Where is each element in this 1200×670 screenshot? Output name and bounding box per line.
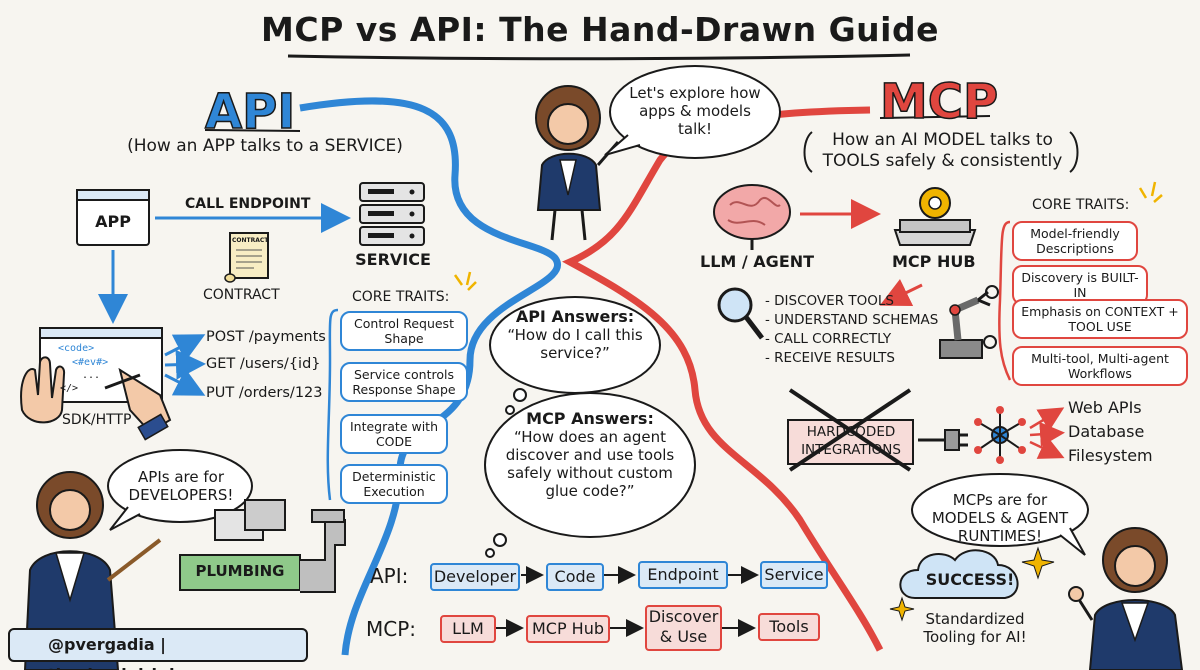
magnifier-icon: [717, 287, 764, 340]
center-presenter-figure: [535, 85, 620, 241]
mcp-hub-label: MCP HUB: [892, 252, 976, 271]
api-flow-service: Service: [760, 561, 828, 589]
api-answers: API Answers: “How do I call this service…: [495, 307, 655, 363]
mcp-thought-bubble: [484, 392, 696, 558]
sdk-label: SDK/HTTP: [62, 412, 132, 428]
api-flow-code: Code: [546, 563, 604, 591]
api-answers-text: “How do I call this service?”: [507, 326, 643, 362]
mcp-step-discover: - DISCOVER TOOLS: [765, 293, 894, 309]
code-line-4: </>: [60, 383, 79, 394]
center-speech-bubble: [604, 65, 781, 159]
mcp-heading: MCP: [879, 73, 999, 131]
mcp-answers-text: “How does an agent discover and use tool…: [505, 428, 675, 500]
api-flow-endpoint: Endpoint: [638, 561, 728, 589]
api-speech-bubble: [107, 449, 253, 531]
target-web-apis: Web APIs: [1068, 398, 1142, 417]
robot-arm-icon: [939, 285, 999, 359]
mcp-step-receive: - RECEIVE RESULTS: [765, 350, 895, 366]
app-label: APP: [95, 212, 131, 231]
center-speech-text: Let's explore how apps & models talk!: [629, 84, 761, 138]
endpoint-post-payments: POST /payments: [206, 329, 326, 345]
page-title: MCP vs API: The Hand-Drawn Guide: [261, 10, 939, 49]
target-database: Database: [1068, 422, 1145, 441]
hand-icon: [20, 356, 66, 424]
mcp-flow-hub: MCP Hub: [526, 615, 610, 643]
server-icon: [359, 182, 425, 246]
api-trait-response-shape: Service controls Response Shape: [340, 362, 468, 402]
brain-icon: [713, 184, 791, 250]
api-speech-text: APIs are for DEVELOPERS!: [128, 468, 234, 504]
service-label: SERVICE: [355, 250, 431, 269]
mcp-speech-bubble: [911, 473, 1089, 556]
contract-scroll-icon: [224, 232, 269, 283]
api-flow-developer: Developer: [430, 563, 520, 591]
contract-label: CONTRACT: [203, 287, 280, 303]
target-filesystem: Filesystem: [1068, 446, 1153, 465]
endpoint-get-users: GET /users/{id}: [206, 356, 321, 372]
title-underline: [287, 53, 911, 61]
api-trait-deterministic: Deterministic Execution: [340, 464, 448, 504]
api-heading: API: [204, 83, 296, 141]
mcp-answers: MCP Answers: “How does an agent discover…: [495, 409, 685, 501]
call-endpoint-label: CALL ENDPOINT: [185, 196, 311, 212]
code-line-2: <#ev#>: [72, 357, 109, 368]
mcp-steps-list: - DISCOVER TOOLS - UNDERSTAND SCHEMAS - …: [765, 292, 938, 368]
api-answers-title: API Answers:: [515, 307, 635, 326]
api-underline: [204, 129, 301, 132]
api-traits-bracket: [326, 308, 339, 501]
hardcoded-label: HARDCODED INTEGRATIONS: [801, 424, 901, 458]
code-line-1: <code>: [58, 343, 95, 354]
mcp-core-traits-label: CORE TRAITS:: [1032, 197, 1130, 213]
mcp-trait-descriptions: Model-friendly Descriptions: [1012, 221, 1138, 261]
app-window-icon: [76, 189, 150, 246]
api-trait-integrate-code: Integrate with CODE: [340, 414, 448, 454]
mcp-flow-llm: LLM: [440, 615, 496, 643]
endpoint-put-orders: PUT /orders/123: [206, 385, 323, 401]
mcp-step-call: - CALL CORRECTLY: [765, 331, 892, 347]
mcp-hub-icon: [893, 187, 977, 246]
standardized-label: Standardized Tooling for AI!: [923, 610, 1027, 646]
plumbing-icon: [179, 499, 346, 593]
mcp-trait-multi-agent: Multi-tool, Multi-agent Workflows: [1012, 346, 1188, 386]
hardcoded-cross: [788, 388, 912, 472]
success-label: SUCCESS!: [925, 570, 1015, 589]
api-flow-label: API:: [370, 564, 409, 588]
network-hub-icon: [974, 406, 1026, 464]
api-thought-bubble: [489, 296, 661, 415]
mcp-underline: [879, 115, 991, 119]
footer-credit: @pvergadia | thecloudgirl.dev: [8, 628, 308, 670]
code-line-3: ...: [82, 370, 101, 381]
mcp-trait-context: Emphasis on CONTEXT + TOOL USE: [1012, 299, 1188, 339]
api-core-traits-label: CORE TRAITS:: [352, 289, 450, 305]
api-subtitle: (How an APP talks to a SERVICE): [127, 136, 403, 156]
plumbing-label: PLUMBING: [195, 562, 285, 580]
api-trait-request-shape: Control Request Shape: [340, 311, 468, 351]
success-cloud: [899, 549, 1019, 599]
llm-agent-label: LLM / AGENT: [700, 252, 815, 271]
mcp-presenter-figure: [1068, 527, 1184, 670]
mcp-flow-tools: Tools: [758, 613, 820, 641]
mcp-speech-text: MCPs are for MODELS & AGENT RUNTIMES!: [931, 491, 1069, 545]
mcp-answers-title: MCP Answers:: [526, 409, 654, 428]
mcp-flow-discover-use: Discover & Use: [645, 605, 722, 651]
mcp-step-understand: - UNDERSTAND SCHEMAS: [765, 312, 939, 328]
contract-tag: CONTRACT: [232, 237, 269, 244]
mcp-subtitle: How an AI MODEL talks to TOOLS safely & …: [822, 130, 1063, 171]
mcp-flow-label: MCP:: [366, 617, 417, 641]
